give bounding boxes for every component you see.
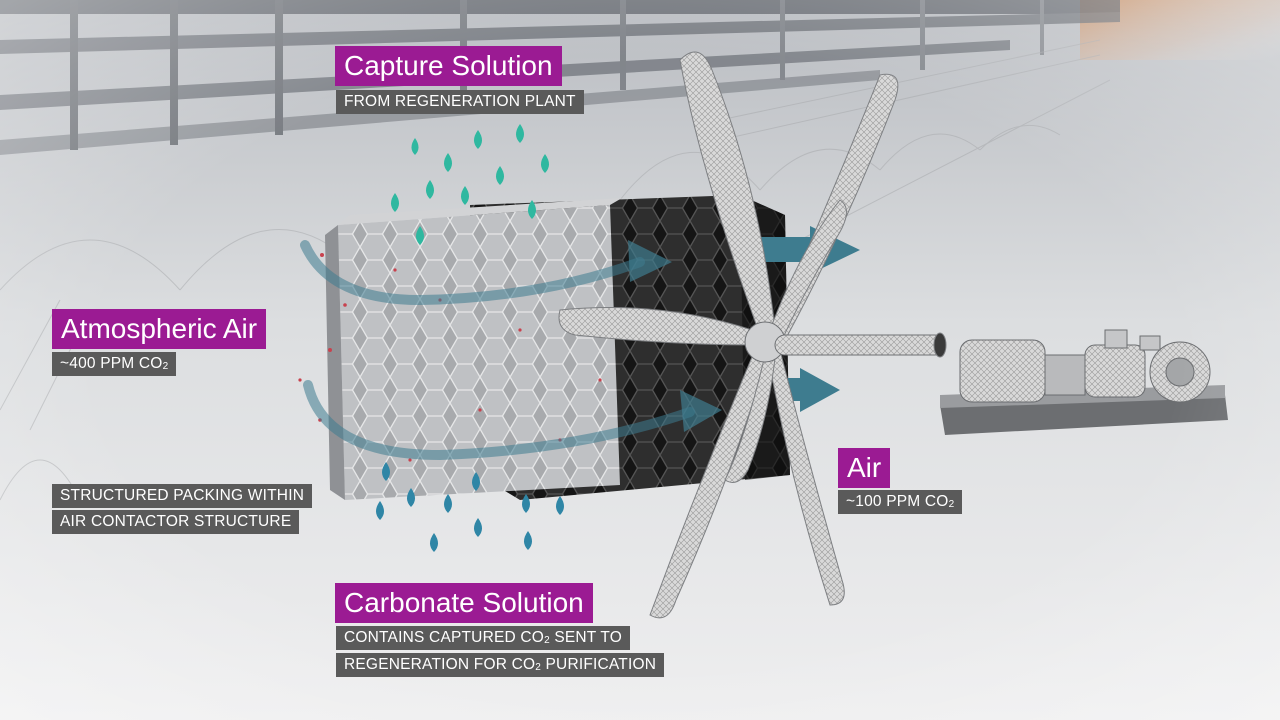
capture-solution-source: FROM REGENERATION PLANT [336, 90, 584, 114]
atmospheric-ppm-subscript: 2 [162, 361, 169, 372]
atmospheric-air-title: Atmospheric Air [52, 309, 267, 349]
carbonate-line1-a: CONTAINS CAPTURED CO [344, 629, 545, 646]
air-title: Air [838, 448, 891, 488]
carbonate-solution-title: Carbonate Solution [335, 583, 593, 623]
carbonate-line1-b: SENT TO [549, 629, 623, 646]
packing-label-line1: STRUCTURED PACKING WITHIN [52, 484, 313, 508]
carbonate-line1-subscript: 2 [544, 635, 550, 646]
atmospheric-ppm-text: ~400 PPM CO [60, 355, 163, 372]
carbonate-line2-a: REGENERATION FOR CO [344, 656, 536, 673]
packing-label-line2: AIR CONTACTOR STRUCTURE [52, 510, 300, 534]
carbonate-line2-b: PURIFICATION [541, 656, 657, 673]
air-ppm-text: ~100 PPM CO [846, 493, 949, 510]
air-ppm-subscript: 2 [948, 499, 955, 510]
carbonate-line2-subscript: 2 [535, 662, 542, 673]
capture-solution-title: Capture Solution [335, 46, 562, 86]
